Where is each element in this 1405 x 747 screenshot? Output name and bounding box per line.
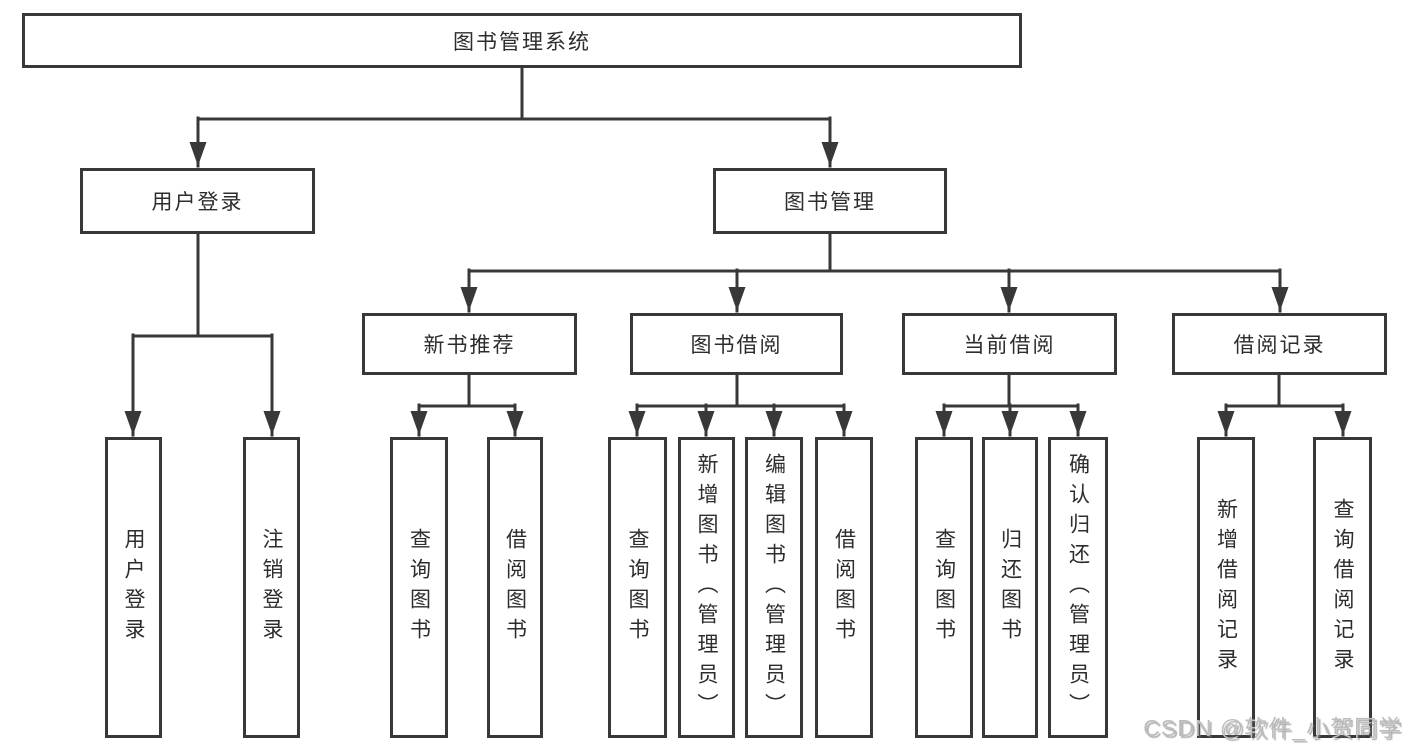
csdn-watermark: CSDN @软件_小贺同学 (1143, 715, 1402, 741)
node-new-book-recommend: 新书推荐 (362, 313, 577, 375)
node-label: 新增图书（管理员） (695, 452, 718, 723)
node-label: 新书推荐 (423, 334, 516, 357)
node-label: 新增借阅记录 (1214, 497, 1238, 678)
node-current-borrow: 当前借阅 (902, 313, 1117, 375)
leaf-current-confirm-return-admin: 确认归还（管理员） (1048, 437, 1108, 738)
leaf-borrow-add-book-admin: 新增图书（管理员） (678, 437, 735, 738)
leaf-user-login: 用户登录 (105, 437, 162, 738)
node-label: 查询借阅记录 (1331, 497, 1354, 678)
node-user-login: 用户登录 (80, 168, 315, 234)
leaf-recommend-borrow-book: 借阅图书 (487, 437, 543, 738)
leaf-logout-login: 注销登录 (243, 437, 300, 738)
node-book-management: 图书管理 (713, 168, 947, 234)
leaf-record-add-borrow-record: 新增借阅记录 (1197, 437, 1255, 738)
node-label: 借阅记录 (1233, 334, 1326, 357)
node-label: 用户登录 (122, 527, 145, 648)
leaf-borrow-edit-book-admin: 编辑图书（管理员） (745, 437, 803, 738)
leaf-borrow-query-book: 查询图书 (608, 437, 667, 738)
leaf-current-query-book: 查询图书 (915, 437, 973, 738)
node-label: 图书借阅 (690, 334, 783, 357)
leaf-recommend-query-book: 查询图书 (390, 437, 448, 738)
node-label: 归还图书 (998, 527, 1022, 648)
node-label: 图书管理系统 (453, 30, 591, 54)
node-label: 用户登录 (151, 191, 244, 214)
node-label: 注销登录 (260, 527, 283, 648)
node-label: 借阅图书 (832, 527, 856, 648)
node-borrow-records: 借阅记录 (1172, 313, 1387, 375)
node-label: 确认归还（管理员） (1066, 452, 1090, 723)
node-book-borrow: 图书借阅 (630, 313, 843, 375)
node-label: 查询图书 (407, 527, 431, 648)
node-label: 当前借阅 (963, 334, 1056, 357)
leaf-borrow-borrow-book: 借阅图书 (815, 437, 873, 738)
node-library-management-system: 图书管理系统 (22, 13, 1022, 68)
leaf-current-return-book: 归还图书 (982, 437, 1038, 738)
node-label: 图书管理 (784, 191, 876, 214)
node-label: 查询图书 (932, 527, 956, 648)
node-label: 编辑图书（管理员） (762, 452, 786, 723)
node-label: 查询图书 (626, 527, 649, 648)
leaf-record-query-borrow-record: 查询借阅记录 (1313, 437, 1372, 738)
node-label: 借阅图书 (503, 527, 527, 648)
